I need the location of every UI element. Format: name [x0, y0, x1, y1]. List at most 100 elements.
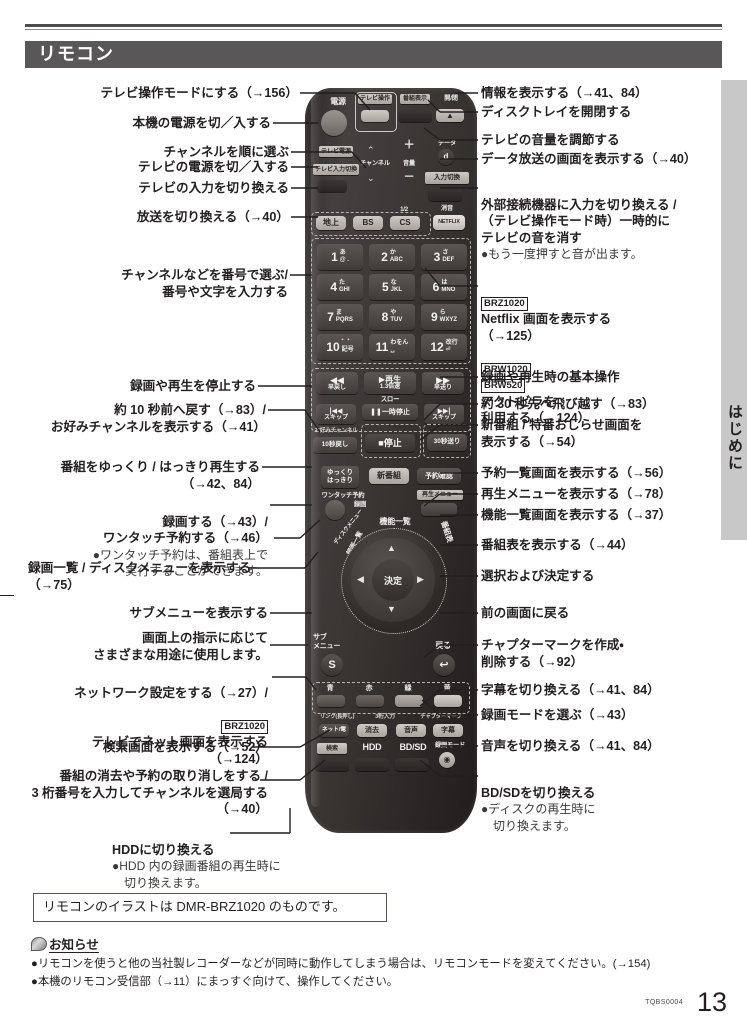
data-button[interactable]: d — [438, 149, 454, 165]
play-button[interactable]: ▶再生 1.3倍速 — [364, 372, 416, 394]
band-suffix: 1/2 — [400, 207, 408, 213]
color-label-red: 赤 — [365, 685, 373, 692]
one-touch-label: ワンタッチ予約 — [321, 492, 365, 499]
ann-unit-power: 本機の電源を切／入する — [132, 116, 271, 130]
back-10sec-button[interactable]: 10秒戻し — [313, 437, 357, 453]
ann-delete-program: 番組の消去や予約の取り消しをする / 3 桁番号を入力してチャンネルを選局する … — [31, 769, 268, 816]
power-button[interactable] — [321, 110, 347, 136]
rewind-button[interactable]: ◀◀ 早戻し — [316, 372, 358, 394]
margin-tick — [0, 595, 14, 597]
erase-button[interactable]: 消去 — [357, 724, 387, 737]
numeric-key-10[interactable]: 10゛゜記号 — [317, 334, 363, 360]
info-button[interactable] — [398, 110, 432, 122]
record-button[interactable] — [325, 500, 345, 520]
dpad-down-icon[interactable]: ▼ — [387, 604, 396, 614]
notice-heading: お知らせ — [31, 934, 99, 953]
rec-label: 録画 — [353, 501, 367, 508]
netflix-button[interactable]: NETFLIX — [433, 215, 465, 230]
slow-clear-button[interactable]: ゆっくり はっきり — [321, 466, 359, 488]
tray-open-close-button[interactable]: ▲ — [436, 109, 464, 122]
pause-button[interactable]: ❚❚一時停止 — [362, 404, 418, 420]
favorite-channel-label: お好みチャンネル — [314, 428, 358, 434]
bdsd-button[interactable] — [395, 758, 429, 771]
info-label-button: 番組表示 — [400, 94, 430, 104]
ann-bd-sd: BD/SDを切り換える ●ディスクの再生時に 切り換えます。 — [481, 768, 731, 851]
subtitle-button[interactable]: 字幕 — [433, 724, 463, 737]
tv-input-button[interactable] — [317, 180, 347, 192]
hdd-button[interactable] — [355, 758, 389, 771]
band-button-cs[interactable]: CS — [390, 216, 420, 230]
new-program-button[interactable]: 新番組 — [369, 468, 409, 484]
data-label: データ — [438, 140, 456, 147]
ann-channel-select: チャンネルを順に選ぶ — [163, 145, 289, 159]
link-label: リンク(長押し) — [319, 714, 355, 720]
band-button-bs[interactable]: BS — [353, 216, 383, 230]
reservation-check-button[interactable]: 予約確認 — [417, 468, 461, 484]
notice-item-0: ●リモコンを使うと他の当社製レコーダーなどが同時に動作してしまう場合は、リモコン… — [31, 958, 651, 970]
audio-button[interactable]: 音声 — [396, 724, 426, 737]
forward-30sec-button[interactable]: 30秒送り — [427, 434, 467, 451]
stop-group — [361, 424, 421, 458]
ann-audio-switch: 音声を切り換える（→41、84） — [481, 739, 660, 753]
play-menu-label: 再生メニュー — [417, 490, 463, 500]
ann-back-10sec: 約 10 秒前へ戻す（→83）/ お好みチャンネルを表示する（→41） — [50, 403, 266, 434]
tv-operation-group — [355, 92, 397, 132]
ann-external-input: 外部接続機器に入力を切り換える / （テレビ操作モード時）一時的に テレビの音を… — [481, 180, 737, 279]
dpad-left-icon[interactable]: ◀ — [357, 574, 364, 584]
ann-data-broadcast: データ放送の画面を表示する（→40） — [481, 152, 697, 166]
ann-netflix: BRZ1020 Netflix 画面を表示する （→125） BRW1020 B… — [481, 278, 737, 427]
tv-power-button[interactable]: テレビ電源 — [319, 146, 353, 157]
ann-color-buttons: 画面上の指示に応じて さまざまな用途に使用します。 — [92, 631, 268, 662]
skip-back-button[interactable]: |◀◀ スキップ — [316, 404, 356, 424]
ann-stop: 録画や再生を停止する — [130, 379, 256, 393]
channel-down-icon[interactable]: ⌄ — [367, 173, 375, 183]
color-button-green[interactable] — [395, 695, 423, 707]
color-button-blue[interactable] — [317, 695, 345, 707]
band-button-terrestrial[interactable]: 地上 — [316, 216, 346, 230]
ann-return: 前の画面に戻る — [481, 606, 570, 620]
rewind-label: 早戻し — [327, 384, 346, 391]
top-rule — [25, 24, 722, 27]
stop-button[interactable]: ■停止 — [365, 434, 415, 452]
channel-up-icon[interactable]: ⌃ — [367, 145, 375, 155]
recmode-label: 録画モード — [435, 742, 465, 749]
dpad-up-icon[interactable]: ▲ — [387, 543, 396, 553]
dpad-right-icon[interactable]: ▶ — [417, 574, 424, 584]
skip-forward-button[interactable]: ▶▶| スキップ — [424, 404, 464, 424]
submenu-button[interactable]: S — [321, 654, 343, 676]
volume-up-icon[interactable]: ＋ — [403, 139, 415, 151]
skip-back-icon: |◀◀ — [329, 407, 343, 415]
ann-netflix-text: Netflix 画面を表示する （→125） — [481, 312, 612, 343]
fast-forward-button[interactable]: ▶▶ 早送り — [422, 372, 464, 394]
search-button[interactable] — [315, 758, 349, 771]
color-label-green: 緑 — [404, 685, 412, 692]
color-button-red[interactable] — [356, 695, 384, 707]
pause-label: 一時停止 — [381, 408, 410, 416]
ann-bdsd-sub: ●ディスクの再生時に 切り換えます。 — [481, 802, 596, 833]
recmode-button[interactable]: ◉ — [439, 752, 455, 768]
input-switch-button[interactable] — [428, 188, 462, 201]
ann-tv-input: テレビの入力を切り換える — [138, 181, 289, 195]
volume-down-icon[interactable]: － — [403, 171, 415, 183]
ann-record: 録画する（→43）/ ワンタッチ予約する（→46） ●ワンタッチ予約は、番組表上… — [30, 497, 268, 596]
top-rule-thin — [25, 29, 722, 30]
play-speed-label: 1.3倍速 — [379, 384, 401, 390]
color-button-yellow[interactable] — [434, 695, 462, 707]
return-button[interactable]: ↩ — [433, 654, 455, 676]
tv-operation-button[interactable] — [361, 110, 389, 122]
ann-function-list: 機能一覧画面を表示する（→37） — [481, 508, 672, 522]
ok-button[interactable]: 決定 — [372, 559, 414, 601]
net-power-button[interactable]: ネット/電 — [319, 724, 349, 737]
mute-label: 消音 — [441, 205, 453, 212]
